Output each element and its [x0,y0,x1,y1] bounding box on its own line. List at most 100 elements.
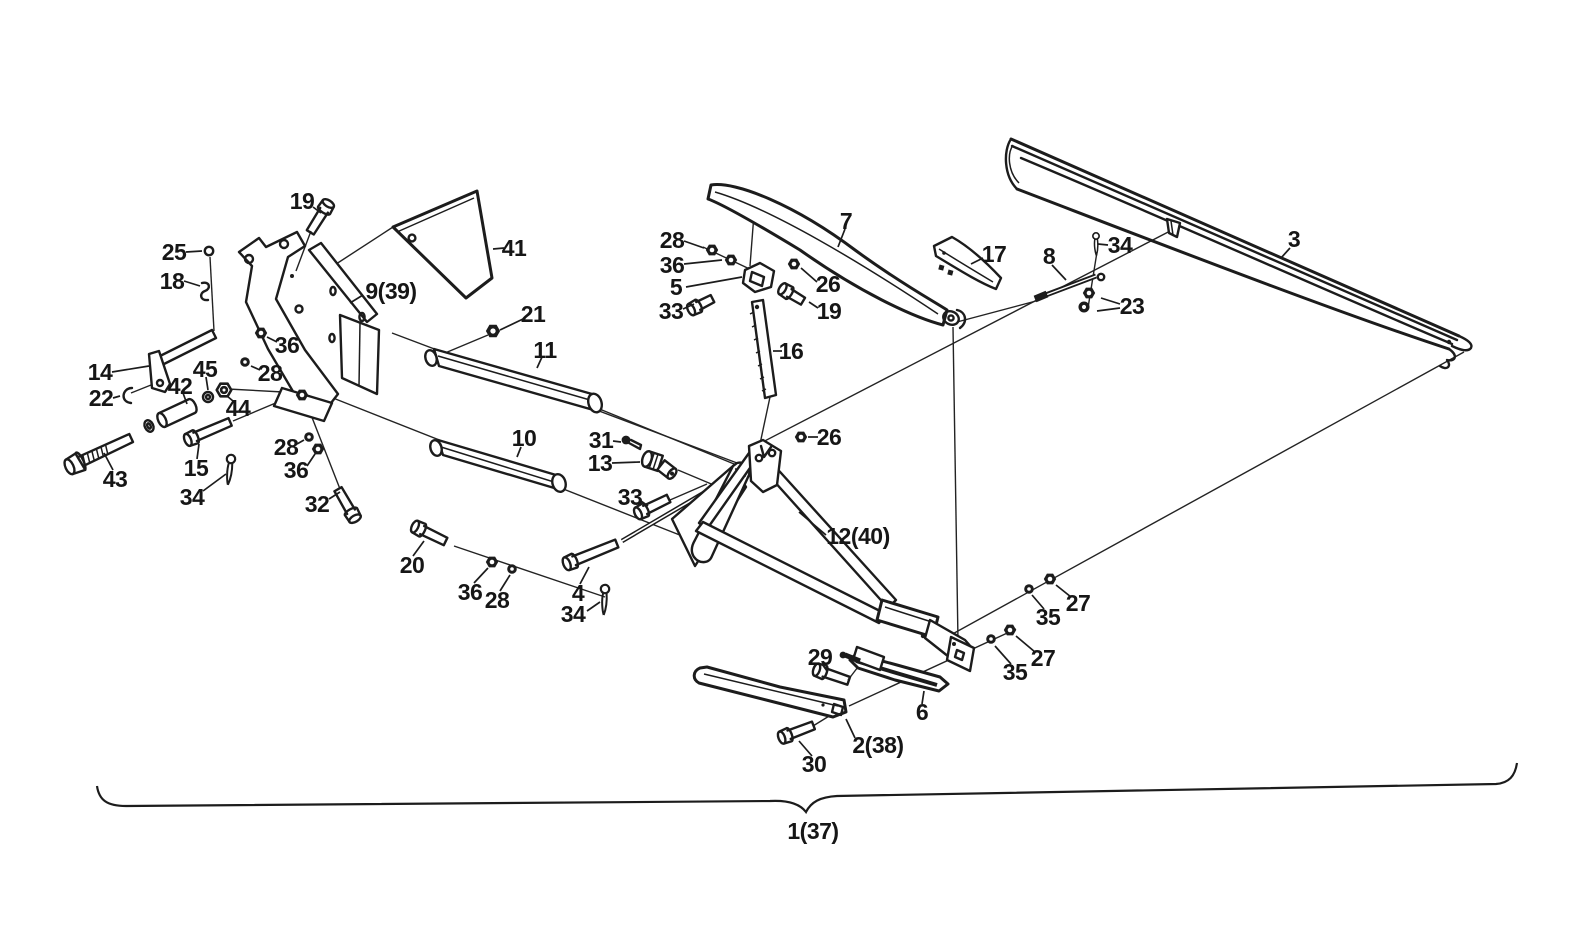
label-leader-line [499,318,524,331]
part-label-30: 30 [798,740,827,777]
part-label-44: 44 [226,395,252,421]
label-leader-line [196,443,200,460]
label-leader-line [473,567,489,584]
label-leader-line [103,452,114,471]
part-label-5: 5 [670,274,743,300]
label-leader-line [516,446,522,458]
part-label-8: 8 [1043,243,1067,281]
part-number-text: 26 [817,424,842,450]
label-leader-line [536,356,543,369]
part-number-text: 16 [779,338,804,364]
part-number-text: 21 [521,301,546,327]
part-number-text: 4 [572,580,585,606]
part-label-17: 17 [970,241,1007,267]
part-number-text: 17 [982,241,1007,267]
washer-35-lower [986,634,996,644]
label-leader-line [970,257,984,265]
label-leader-line [202,473,227,492]
part-label-32: 32 [305,491,341,517]
nut-26-lower [794,431,808,443]
part-number-text: 28 [485,587,510,613]
part-number-text: 35 [1003,659,1028,685]
part-number-text: 33 [618,484,643,510]
bolt-4 [559,535,621,574]
part-number-text: 8 [1043,243,1056,269]
nut-23-a [1082,287,1096,299]
part-cotter-pin-34-center [597,583,611,617]
label-leader-line [306,453,316,467]
label-leader-line [1280,247,1291,259]
label-leader-line [312,206,322,214]
part-label-4: 4 [572,566,590,606]
label-leader-line [821,663,828,672]
part-number-text: 34 [1108,232,1133,258]
label-leader-line [185,250,203,253]
nut-26-upper [787,258,801,270]
part-number-text: 5 [670,274,683,300]
part-label-34: 34 [180,473,227,510]
part-label-36: 36 [266,332,300,358]
part-washer-45 [201,390,215,404]
label-leader-line [994,645,1012,665]
part-label-19: 19 [808,298,842,324]
part-label-43: 43 [103,452,128,492]
part-plate-41 [391,189,494,300]
part-label-35: 35 [1031,594,1061,630]
part-clip-18 [200,281,210,302]
part-label-23: 23 [1096,293,1145,319]
label-leader-line [800,267,818,283]
part-number-text: 27 [1066,590,1091,616]
part-number-text: 9(39) [365,278,416,304]
part-label-36: 36 [660,252,723,278]
part-label-45: 45 [193,356,218,391]
part-number-text: 34 [561,601,586,627]
label-leader-line [640,500,649,507]
part-number-text: 13 [588,450,613,476]
part-number-text: 20 [400,552,425,578]
part-clamp-5 [741,261,776,294]
part-label-33: 33 [659,298,695,324]
label-leader-line [182,392,188,405]
part-ring-25 [203,245,215,257]
bolt-30 [774,717,818,747]
washer-28-upperleft [240,357,250,367]
part-label-36: 36 [284,453,316,483]
part-label-22: 22 [89,385,121,411]
label-leader-line [798,511,827,536]
label-leader-line [266,336,278,343]
label-leader-line [499,574,511,592]
part-number-text: 42 [168,373,193,399]
part-label-6: 6 [916,690,929,725]
part-number-text: 23 [1120,293,1145,319]
label-leader-line [328,491,341,500]
frame-clevis [747,438,783,494]
part-label-33: 33 [618,484,649,510]
part-number-text: 1(37) [787,818,838,844]
part-number-text: 35 [1036,604,1061,630]
bolt-20 [407,517,450,550]
label-leader-line [682,303,695,310]
part-skid-17 [932,235,1003,291]
part-label-939: 9(39) [349,278,417,304]
label-leader-line [683,259,723,265]
part-label-28: 28 [250,360,283,386]
part-number-text: 22 [89,385,114,411]
label-leader-line [205,376,209,391]
part-number-text: 44 [226,395,251,421]
part-label-27: 27 [1055,584,1091,616]
part-label-238: 2(38) [845,718,904,758]
part-number-text: 32 [305,491,330,517]
part-label-28: 28 [660,227,705,253]
label-leader-line [808,301,819,309]
part-number-text: 28 [258,360,283,386]
part-number-text: 19 [290,188,315,214]
bolt-31 [621,435,643,451]
part-label-34: 34 [561,601,601,627]
label-leader-line [112,395,121,399]
label-leader-line [492,247,505,250]
part-lower-arm-2 [692,665,848,719]
part-label-28: 28 [274,434,305,460]
